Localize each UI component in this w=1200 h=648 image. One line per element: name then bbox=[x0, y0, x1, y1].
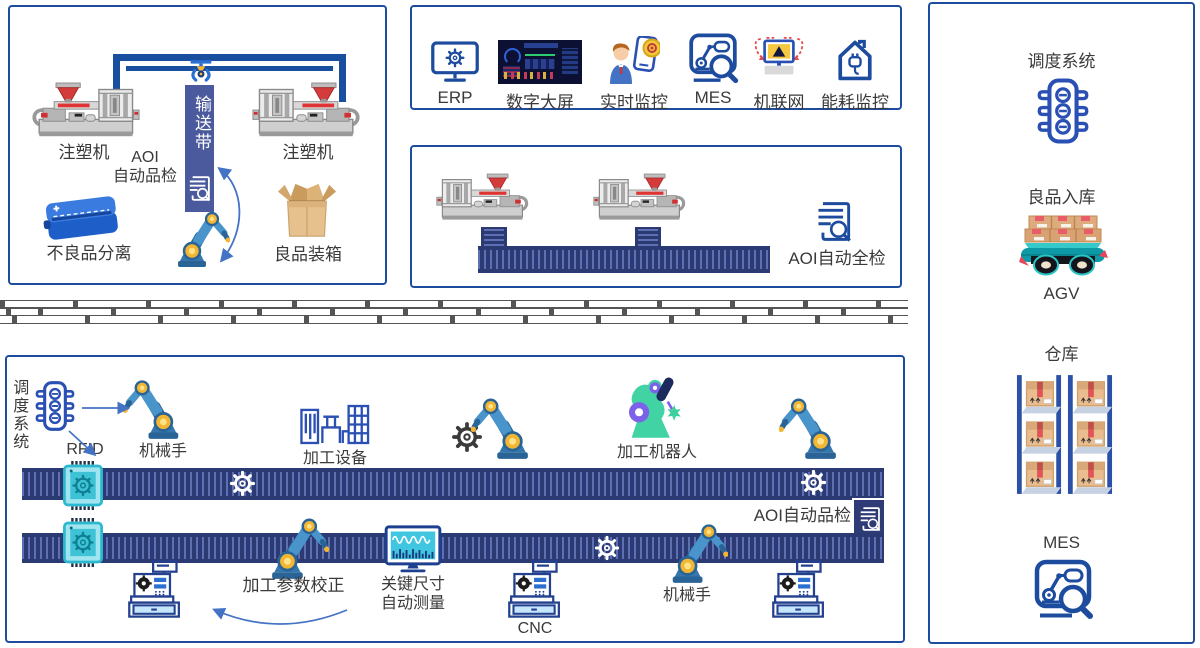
reject-label: 不良品分离 bbox=[46, 244, 132, 263]
inbound-label: 良品入库 bbox=[1027, 188, 1096, 207]
cnc-machine-icon bbox=[768, 560, 830, 618]
aoi-inspection-label: AOI 自动品检 bbox=[108, 148, 182, 186]
measurement-monitor-icon bbox=[384, 525, 442, 575]
pack-label: 良品装箱 bbox=[274, 245, 342, 264]
gear-icon bbox=[594, 535, 620, 561]
carton-box-icon bbox=[276, 180, 338, 242]
aoi-label: AOI自动品检 bbox=[753, 506, 851, 526]
gantry-rail bbox=[113, 54, 346, 61]
warehouse-rack-icon bbox=[1016, 372, 1062, 497]
robot-arm-icon bbox=[659, 517, 729, 585]
system-mes: MES bbox=[674, 34, 752, 108]
conveyor-stub bbox=[481, 227, 507, 246]
process-robot-icon bbox=[615, 374, 695, 442]
panel-factory-systems: ERP 数字大屏 实时监控 MES 机联网 能耗监控 bbox=[410, 5, 902, 113]
gantry-leg-left bbox=[113, 54, 120, 102]
gear-icon bbox=[800, 469, 827, 496]
system-realtime: 实时监控 bbox=[589, 34, 679, 113]
transfer-track bbox=[0, 300, 908, 324]
erp-label: ERP bbox=[437, 88, 473, 107]
measurement-line2: 自动测量 bbox=[380, 595, 445, 613]
gear-icon bbox=[229, 470, 256, 497]
injection-machine-icon bbox=[28, 82, 140, 140]
belt-bar: 输送带 bbox=[185, 85, 214, 212]
aoi-line2: 自动品检 bbox=[112, 168, 177, 186]
gripper-icon bbox=[188, 60, 214, 88]
realtime-label: 实时监控 bbox=[600, 93, 668, 112]
track-row bbox=[0, 314, 908, 324]
robot-arm1-label: 机械手 bbox=[138, 443, 187, 460]
machining-conveyor-1 bbox=[22, 468, 884, 500]
system-erp: ERP bbox=[415, 34, 495, 108]
aoi-full-label: AOI自动全检 bbox=[788, 249, 886, 268]
robot-arm-icon bbox=[259, 511, 329, 581]
cnc-label: CNC bbox=[517, 620, 553, 637]
gantry-rail-2 bbox=[126, 66, 333, 71]
conveyor-stub bbox=[635, 227, 661, 246]
mes-robot-magnifier-icon bbox=[687, 32, 739, 84]
machining-equipment-icon bbox=[300, 403, 370, 446]
injection-machine-icon bbox=[593, 172, 689, 224]
mes-label: MES bbox=[694, 88, 732, 107]
panel-injection-molding: 注塑机 注塑机 输送带 AOI 自动品检 不良品分离 良品装箱 bbox=[8, 5, 387, 285]
robot-arm-icon bbox=[471, 391, 541, 461]
injection-machine-icon bbox=[436, 172, 532, 224]
cnc-machine-icon bbox=[124, 560, 186, 618]
system-iot: 机联网 bbox=[739, 34, 819, 113]
calibration-label: 加工参数校正 bbox=[242, 576, 345, 595]
aoi-document-magnifier-icon bbox=[814, 200, 852, 243]
big-screen-label: 数字大屏 bbox=[506, 93, 574, 112]
measurement-label: 关键尺寸 自动测量 bbox=[375, 575, 451, 613]
panel-logistics: 调度系统 良品入库 AGV 仓库 MES bbox=[928, 2, 1195, 644]
person-phone-icon bbox=[608, 36, 660, 84]
aoi-line1: AOI bbox=[131, 149, 159, 166]
system-energy: 能耗监控 bbox=[810, 34, 900, 113]
dashboard-screen-icon bbox=[498, 40, 582, 84]
process-robot-label: 加工机器人 bbox=[616, 444, 697, 461]
robot-arm2-label: 机械手 bbox=[662, 587, 711, 604]
agv-icon bbox=[1015, 212, 1111, 278]
robot-arm-icon bbox=[123, 373, 191, 441]
warehouse-rack-icon bbox=[1067, 372, 1113, 497]
equipment-label: 加工设备 bbox=[302, 450, 367, 467]
machine-network-icon bbox=[751, 36, 807, 84]
mes-robot-magnifier-icon bbox=[1032, 556, 1094, 622]
system-big-screen: 数字大屏 bbox=[495, 34, 585, 113]
panel-machining: 调度系统 机械手 RFID 加工设备 加工机器人 AOI自动品检 bbox=[5, 355, 905, 643]
scheduling-label: 调度系统 bbox=[10, 379, 28, 451]
inspection-conveyor bbox=[478, 246, 770, 273]
robot-arm-icon bbox=[166, 205, 230, 269]
rfid-chip-icon bbox=[63, 518, 103, 567]
scheduling-label: 调度系统 bbox=[1027, 52, 1096, 71]
machine-right-label: 注塑机 bbox=[282, 143, 334, 162]
aoi-document-magnifier-icon bbox=[858, 506, 881, 532]
rfid-chip-icon bbox=[63, 461, 103, 510]
traffic-light-icon bbox=[35, 381, 75, 431]
robot-arm-icon bbox=[779, 391, 849, 461]
warehouse-label: 仓库 bbox=[1044, 345, 1079, 364]
gantry-leg-right bbox=[339, 54, 346, 102]
agv-label: AGV bbox=[1043, 284, 1080, 303]
mes-label: MES bbox=[1043, 533, 1080, 552]
aoi-icon-box bbox=[852, 498, 886, 539]
cnc-machine-icon bbox=[504, 560, 566, 618]
aoi-document-magnifier-icon bbox=[187, 175, 211, 202]
iot-label: 机联网 bbox=[753, 93, 805, 112]
belt-label: 输送带 bbox=[192, 95, 211, 152]
panel-full-inspection: AOI自动全检 bbox=[410, 145, 902, 288]
energy-label: 能耗监控 bbox=[821, 93, 889, 112]
house-plug-icon bbox=[831, 36, 879, 84]
erp-monitor-gear-icon bbox=[430, 41, 480, 84]
machine-left-label: 注塑机 bbox=[58, 143, 110, 162]
injection-machine-icon bbox=[252, 82, 364, 140]
rfid-label: RFID bbox=[66, 441, 104, 458]
measurement-line1: 关键尺寸 bbox=[380, 576, 445, 593]
traffic-light-icon bbox=[1037, 78, 1089, 144]
aoi-label-band: AOI自动品检 bbox=[727, 502, 851, 531]
reject-bin-icon bbox=[40, 190, 124, 246]
machining-conveyor-2 bbox=[22, 533, 884, 563]
